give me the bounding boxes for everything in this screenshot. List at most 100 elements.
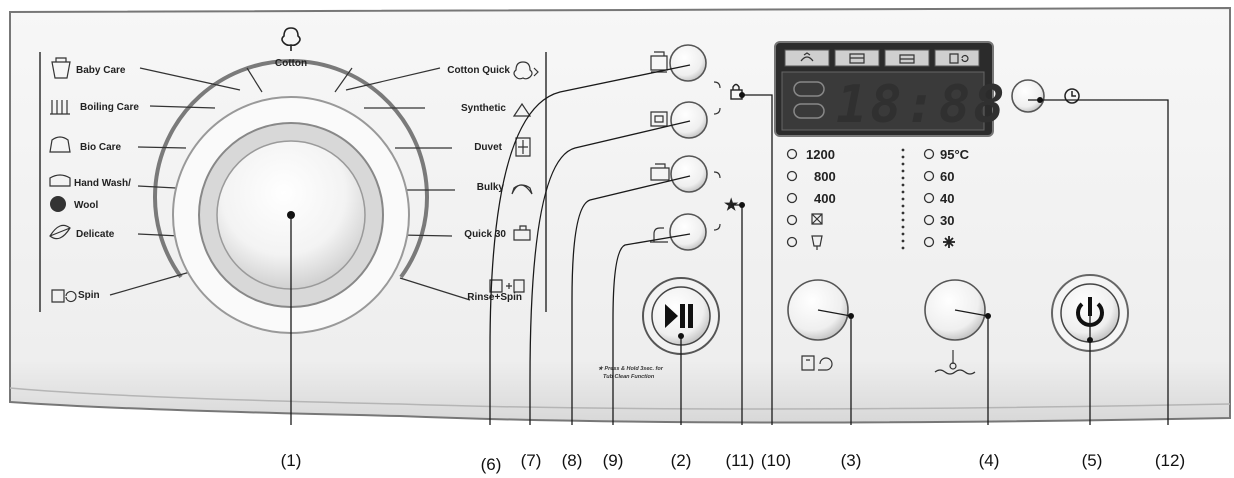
dial-leader-line xyxy=(137,146,187,149)
spin-button-icon xyxy=(801,355,833,371)
boiling-care-icon xyxy=(50,100,70,115)
dial-leader-line xyxy=(246,67,263,93)
tub-clean-note-line-2: Tub Clean Function xyxy=(603,374,655,380)
dial-leader-lines xyxy=(109,67,471,301)
spin-speed-leds xyxy=(786,148,798,248)
play-pause-icon xyxy=(665,304,693,328)
bulky-icon xyxy=(511,184,533,195)
cold-wash-icon xyxy=(943,236,955,248)
panel-bottom-edge xyxy=(9,387,1231,410)
tap-water-icon xyxy=(650,227,668,243)
bio-care-icon xyxy=(49,136,71,153)
spin-speed-1200: 1200 xyxy=(806,147,835,162)
separator-dot xyxy=(901,162,905,166)
display-indicators xyxy=(793,81,825,119)
callout-5: (5) xyxy=(1082,451,1103,470)
dial-leader-line xyxy=(334,67,353,93)
wash-icon xyxy=(849,53,865,64)
rinse-icon xyxy=(899,54,915,64)
callout-10: (10) xyxy=(761,451,791,470)
option-button-6[interactable] xyxy=(669,44,707,82)
cotton-tshirt-icon xyxy=(281,27,301,51)
separator-dot xyxy=(901,225,905,229)
separator-dot xyxy=(901,246,905,250)
quick-30-icon xyxy=(513,225,531,241)
option-bracket-low xyxy=(713,171,721,179)
dial-leader-line xyxy=(109,271,191,296)
program-label-wool: Wool xyxy=(74,200,98,211)
baby-care-icon xyxy=(51,57,71,79)
separator-dot xyxy=(901,176,905,180)
dial-leader-line xyxy=(345,67,441,91)
option-button-8[interactable] xyxy=(670,155,708,193)
synthetic-icon xyxy=(512,102,532,117)
option-bracket-mid xyxy=(713,107,721,115)
callout-8: (8) xyxy=(562,451,583,470)
cotton-quick-icon xyxy=(513,61,539,80)
program-label-bulky: Bulky xyxy=(477,182,505,193)
separator-dot xyxy=(901,183,905,187)
soak-option-icon xyxy=(650,163,670,181)
separator-dot xyxy=(901,197,905,201)
program-label-bio-care: Bio Care xyxy=(80,142,122,153)
thermometer-icon xyxy=(934,350,976,375)
callout-12: (12) xyxy=(1155,451,1185,470)
program-label-cotton: Cotton xyxy=(275,58,307,69)
callout-3: (3) xyxy=(841,451,862,470)
separator-dot xyxy=(901,204,905,208)
callout-6: (6) xyxy=(481,455,502,474)
separator-dot xyxy=(901,211,905,215)
program-label-spin: Spin xyxy=(78,290,100,301)
program-label-synthetic: Synthetic xyxy=(461,103,506,114)
temperature-40: 40 xyxy=(940,191,954,206)
callout-4: (4) xyxy=(979,451,1000,470)
tub-clean-note-line-1: ★ Press & Hold 3sec. for xyxy=(598,365,664,372)
program-label-duvet: Duvet xyxy=(474,142,502,153)
prewash-icon xyxy=(800,52,814,62)
indicator-separator xyxy=(901,148,905,250)
program-label-delicate: Delicate xyxy=(76,229,115,240)
duvet-icon xyxy=(515,137,531,157)
temperature-95: 95°C xyxy=(940,147,970,162)
display-time: 18:88 xyxy=(836,75,1008,135)
program-label-baby-care: Baby Care xyxy=(76,65,126,76)
program-label-rinse-spin: Rinse+Spin xyxy=(467,292,522,303)
separator-dot xyxy=(901,155,905,159)
spin-speed-400: 400 xyxy=(814,191,836,206)
temperature-leds xyxy=(923,148,935,248)
dial-leader-line xyxy=(399,234,453,237)
option-button-7[interactable] xyxy=(670,101,708,139)
option-bracket-bottom xyxy=(713,223,721,231)
callout-leader-dots xyxy=(678,92,1093,343)
option-bracket-top xyxy=(713,81,721,89)
program-dial-arc xyxy=(153,59,429,279)
spin-icon xyxy=(949,53,969,64)
dial-leader-line xyxy=(399,277,471,301)
wool-icon xyxy=(50,196,66,212)
no-spin-icon xyxy=(811,213,823,225)
clock-icon xyxy=(1064,88,1080,104)
dial-leader-line xyxy=(137,233,181,237)
program-label-quick-30: Quick 30 xyxy=(464,229,506,240)
rinse-hold-icon xyxy=(811,235,823,250)
callout-1: (1) xyxy=(281,451,302,470)
separator-dot xyxy=(901,218,905,222)
delay-timer-button[interactable] xyxy=(1011,79,1045,113)
temperature-30: 30 xyxy=(940,213,954,228)
hand-wash-icon xyxy=(49,174,71,187)
dial-leader-line xyxy=(149,105,216,109)
option-button-9[interactable] xyxy=(669,213,707,251)
delicate-icon xyxy=(49,224,71,240)
separator-dot xyxy=(901,169,905,173)
callout-7: (7) xyxy=(521,451,542,470)
separator-dot xyxy=(901,239,905,243)
separator-dot xyxy=(901,190,905,194)
callout-11: (11) xyxy=(726,451,755,470)
separator-dot xyxy=(901,148,905,152)
separator-dot xyxy=(901,232,905,236)
spin-program-icon xyxy=(51,289,77,303)
callout-2: (2) xyxy=(671,451,692,470)
dial-leader-line xyxy=(139,67,241,91)
callout-9: (9) xyxy=(603,451,624,470)
